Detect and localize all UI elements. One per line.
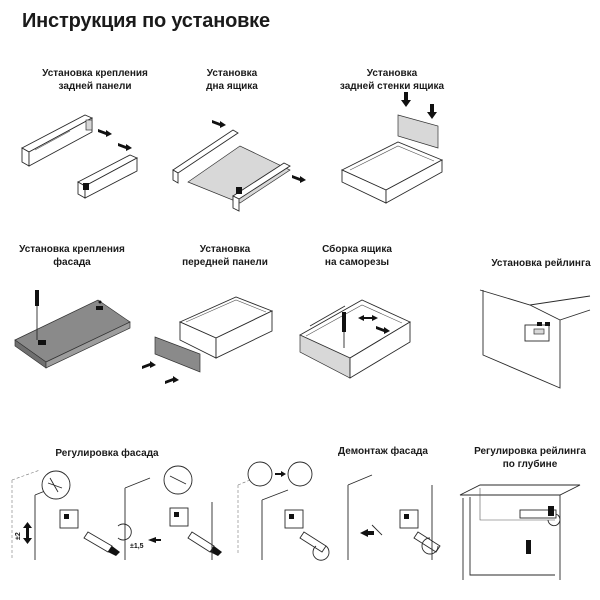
page-title: Инструкция по установке <box>22 10 270 32</box>
arrow-icon <box>148 537 161 543</box>
arrow-left-icon <box>360 529 374 537</box>
caption-line: по глубине <box>502 459 558 470</box>
dimension-vertical: ±2 <box>15 532 22 540</box>
caption-line: задней стенки ящика <box>339 81 445 92</box>
caption-line: Демонтаж фасада <box>338 446 428 457</box>
caption-line: Регулировка фасада <box>55 448 159 459</box>
arrow-updown-icon <box>23 522 32 544</box>
caption-facade-mount: Установка крепления фасада <box>19 243 125 269</box>
arrow-icon <box>292 175 306 183</box>
caption-front-panel: Установка передней панели <box>182 243 268 269</box>
figure-facade-mount <box>14 290 131 369</box>
arrow-icon <box>376 326 390 334</box>
figure-screw-assembly <box>299 299 411 379</box>
caption-line: Установка крепления <box>42 68 148 79</box>
figure-front-panel <box>142 296 274 384</box>
figure-facade-adjust: ±2 ±1,5 <box>11 465 222 560</box>
caption-line: фасада <box>53 257 91 268</box>
arrow-down-icon <box>401 92 411 107</box>
caption-line: передней панели <box>182 257 268 268</box>
caption-line: дна ящика <box>206 81 258 92</box>
arrow-icon <box>275 471 286 477</box>
caption-line: задней панели <box>58 81 132 92</box>
caption-line: Установка рейлинга <box>491 258 591 269</box>
arrow-icon <box>165 376 179 384</box>
caption-line: на саморезы <box>324 257 390 268</box>
caption-rear-wall: Установка задней стенки ящика <box>340 67 444 93</box>
figure-rear-wall <box>340 92 444 204</box>
figure-railing-install <box>479 289 591 389</box>
arrow-icon <box>212 120 226 128</box>
arrow-icon <box>98 129 112 137</box>
caption-rear-panel-mount: Установка крепления задней панели <box>42 67 148 93</box>
figure-railing-depth <box>459 484 581 580</box>
caption-line: Регулировка рейлинга <box>474 446 586 457</box>
figure-drawer-bottom <box>172 120 306 212</box>
caption-railing-depth: Регулировка рейлинга по глубине <box>474 445 586 471</box>
caption-line: Установка крепления <box>19 244 125 255</box>
caption-facade-removal: Демонтаж фасада <box>338 445 428 458</box>
caption-railing-install: Установка рейлинга <box>491 257 590 270</box>
figure-rear-panel-mount <box>21 114 139 199</box>
caption-line: Установка <box>366 68 418 79</box>
arrow-down-icon <box>427 104 437 119</box>
caption-drawer-bottom: Установка дна ящика <box>206 67 258 93</box>
arrow-icon <box>142 361 156 369</box>
caption-line: Установка <box>206 68 258 79</box>
dimension-horizontal: ±1,5 <box>130 543 144 550</box>
arrow-icon <box>118 143 132 151</box>
figure-facade-removal <box>237 461 441 561</box>
caption-facade-adjust: Регулировка фасада <box>55 447 158 460</box>
caption-line: Сборка ящика <box>322 244 392 255</box>
caption-screw-assembly: Сборка ящика на саморезы <box>322 243 392 269</box>
arrow-double-icon <box>358 315 378 321</box>
caption-line: Установка <box>199 244 251 255</box>
